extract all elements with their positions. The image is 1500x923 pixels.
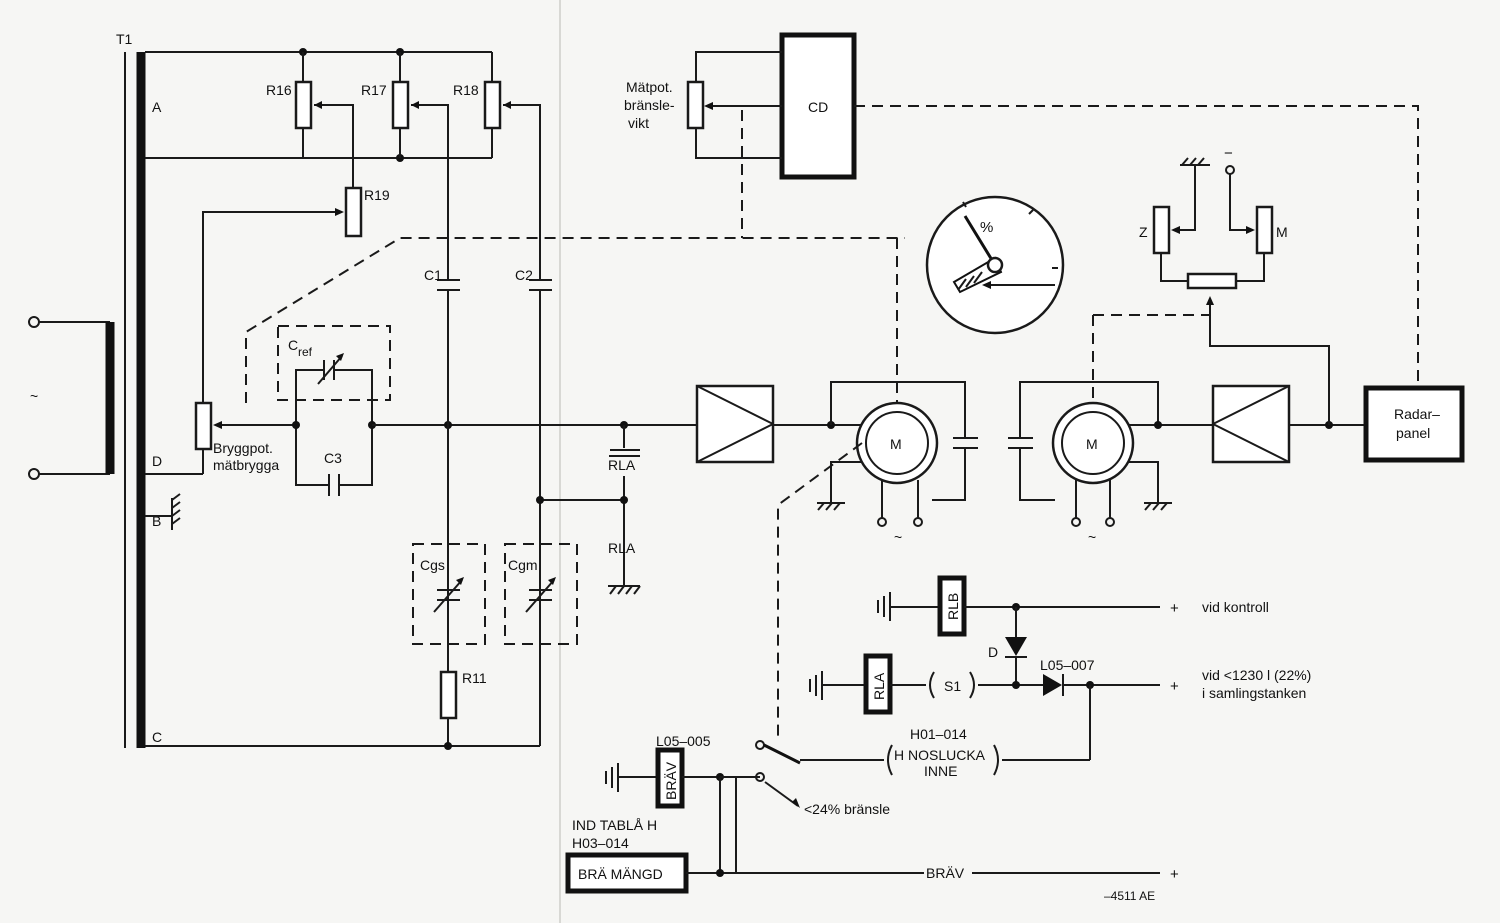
plus-3: + — [1170, 866, 1179, 883]
r11-label: R11 — [462, 670, 487, 686]
rla-contacts: RLA RLA — [536, 425, 641, 595]
vid-kontroll-label: vid kontroll — [1202, 599, 1269, 615]
tap-c-label: C — [152, 729, 162, 745]
matpot-label-3: vikt — [628, 115, 649, 131]
ind-tabla-label: IND TABLÅ H — [572, 817, 657, 833]
h-noslucka-label: H NOSLUCKA — [894, 747, 986, 763]
cref-sub-label: ref — [298, 345, 313, 359]
tap-a-label: A — [152, 99, 162, 115]
resistor-r17: R17 — [361, 52, 449, 280]
resistor-r11: R11 — [439, 670, 487, 746]
ac-1-label: ~ — [894, 529, 902, 545]
tap-d-label: D — [152, 453, 162, 469]
capacitor-c2: C2 — [515, 267, 552, 746]
l05-007-label: L05–007 — [1040, 657, 1095, 673]
gauge-unit-label: % — [980, 219, 993, 236]
capacitor-c1: C1 — [424, 267, 460, 672]
motor-2-label: M — [1086, 436, 1098, 452]
t1-label: T1 — [116, 31, 133, 47]
cgs-label: Cgs — [420, 557, 445, 573]
m-label: M — [1276, 224, 1288, 240]
bryggpot-label-2: mätbrygga — [213, 457, 279, 473]
cd-unit: CD — [779, 32, 857, 180]
amplifier-2 — [1211, 384, 1291, 464]
z-label: Z — [1139, 224, 1148, 240]
plus-1: + — [1170, 600, 1179, 617]
cd-label: CD — [808, 99, 828, 115]
matpot-label-1: Mätpot. — [626, 79, 673, 95]
c3-label: C3 — [324, 450, 342, 466]
cgm-capacitor: Cgm — [504, 543, 578, 645]
c1-label: C1 — [424, 267, 442, 283]
radar-panel: Radar– panel — [1363, 385, 1465, 463]
diode-d: D — [988, 607, 1027, 685]
amplifier-1 — [695, 384, 775, 464]
h03-014-label: H03–014 — [572, 835, 629, 851]
ac-2-label: ~ — [1088, 529, 1096, 545]
brav-coil-label: BRÄV — [663, 761, 679, 800]
minus-label: − — [1224, 145, 1233, 162]
h01-014-label: H01–014 — [910, 726, 967, 742]
fuel-gauge: % — [925, 195, 1065, 335]
inne-label: INNE — [924, 763, 957, 779]
rla-label: RLA — [608, 540, 636, 556]
rla-bar-label: RLA — [608, 457, 636, 473]
pot-m: M − — [1224, 145, 1288, 282]
rla-coil-circuit: RLA S1 L05–007 + vid <1230 l (22%) i sam… — [809, 653, 1311, 715]
motor-1-label: M — [890, 436, 902, 452]
noslucka-circuit: H01–014 H NOSLUCKA INNE — [800, 685, 1091, 779]
resistor-r16: R16 — [266, 52, 354, 188]
matpot: Mätpot. bränsle- vikt — [624, 51, 782, 159]
bransle-24-label: <24% bränsle — [804, 801, 890, 817]
cref-capacitor: C ref — [277, 325, 391, 425]
rlb-label: RLB — [945, 593, 961, 620]
s1-label: S1 — [944, 678, 961, 694]
resistor-r18: R18 — [453, 52, 541, 280]
motor-2: M ~ — [1051, 401, 1172, 545]
input-transformer: ~ — [28, 316, 115, 480]
capacitor-c3: C3 — [295, 425, 373, 496]
radar-label-2: panel — [1396, 425, 1430, 441]
pot-z: Z — [1139, 157, 1210, 282]
brav-line-label: BRÄV — [926, 865, 965, 881]
bryggpot-label-1: Bryggpot. — [213, 440, 273, 456]
motor-1: M ~ — [817, 401, 939, 545]
rla-coil-label: RLA — [871, 672, 887, 700]
balance-pot — [1186, 272, 1238, 290]
brav-coil-circuit: BRÄV L05–005 — [605, 733, 724, 873]
r17-label: R17 — [361, 82, 387, 98]
cgm-label: Cgm — [508, 557, 538, 573]
reference-code: –4511 AE — [1104, 889, 1155, 903]
r16-label: R16 — [266, 82, 292, 98]
resistor-r19: R19 — [202, 186, 390, 403]
radar-label-1: Radar– — [1394, 406, 1440, 422]
bra-mangd-label: BRÄ MÄNGD — [578, 866, 663, 882]
t1-winding: T1 A D B C — [116, 31, 162, 748]
plus-2: + — [1170, 678, 1179, 695]
ground-b — [145, 493, 181, 530]
ac-input-label: ~ — [30, 388, 38, 404]
r18-label: R18 — [453, 82, 479, 98]
bra-mangd-indicator: IND TABLÅ H H03–014 BRÄ MÄNGD BRÄV + — [565, 776, 1179, 894]
bryggpot: Bryggpot. mätbrygga — [145, 401, 296, 475]
cref-label: C — [288, 337, 298, 353]
changeover-switch: <24% bränsle — [720, 740, 890, 817]
l05-005-label: L05–005 — [656, 733, 711, 749]
c2-label: C2 — [515, 267, 533, 283]
tap-b-label: B — [152, 513, 161, 529]
vid-1230-label: vid <1230 l (22%) — [1202, 667, 1311, 683]
rlb-circuit: RLB + vid kontroll — [877, 575, 1269, 637]
matpot-label-2: bränsle- — [624, 97, 675, 113]
cgs-capacitor: Cgs — [412, 543, 486, 645]
diode-d-label: D — [988, 644, 998, 660]
samlingstanken-label: i samlingstanken — [1202, 685, 1306, 701]
r19-label: R19 — [364, 187, 390, 203]
